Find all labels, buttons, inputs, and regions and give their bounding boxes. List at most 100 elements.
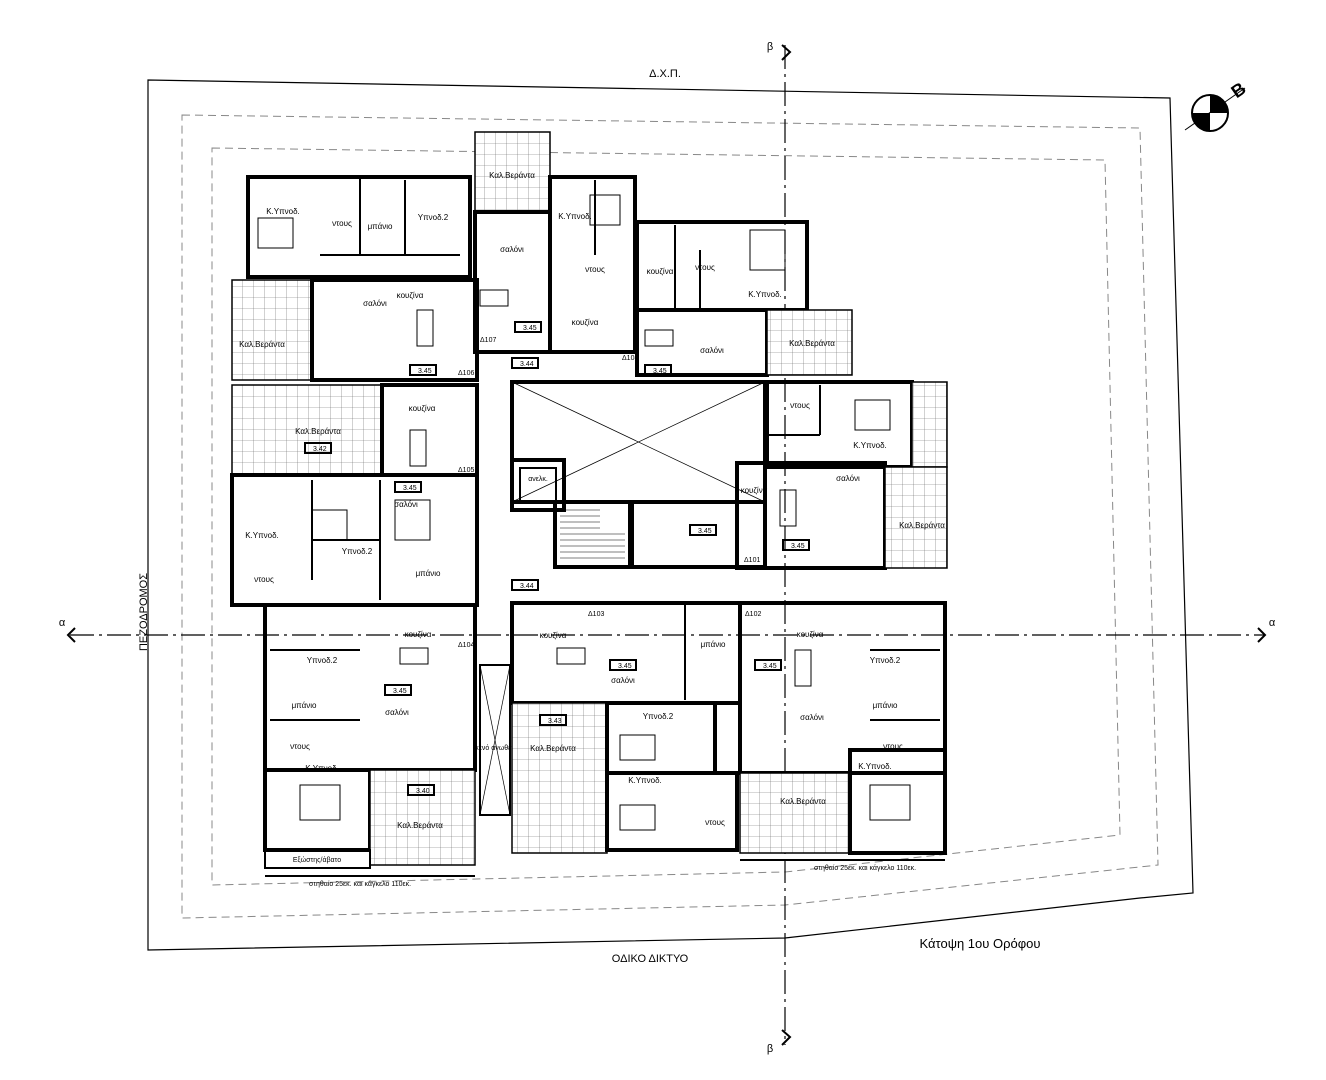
stair (553, 500, 632, 569)
room-bathroom-6: μπάνιο (292, 701, 317, 710)
apt-tag-d102: Δ102 (745, 611, 761, 618)
apt-tag-d108: Δ108 (622, 355, 638, 362)
room-living-2: σαλόνι (500, 245, 524, 254)
level-d103: 3.45 (618, 663, 632, 670)
room-veranda-4: Καλ.Βεράντα (295, 427, 341, 436)
apt-tag-d105: Δ105 (458, 467, 474, 474)
room-kitchen-3: κουζίνα (647, 267, 674, 276)
level-corridor: 3.44 (520, 583, 534, 590)
plan-title: Κάτοψη 1ου Ορόφου (919, 936, 1040, 951)
room-shower-6: ντους (290, 742, 310, 751)
room-kitchen-1: κουζίνα (397, 291, 424, 300)
room-kitchen-5: κουζίνα (741, 486, 768, 495)
veranda-bottomright (739, 772, 851, 854)
void-label: κενό ανωθεν (475, 744, 515, 752)
level-d107-in: 3.45 (523, 325, 537, 332)
room-living-4: σαλόνι (394, 500, 418, 509)
room-bathroom-1: μπάνιο (368, 222, 393, 231)
level-d104: 3.45 (393, 688, 407, 695)
furniture (257, 194, 911, 831)
setback-line-outer (181, 114, 1159, 919)
apt-d102-bedroom (848, 748, 947, 855)
room-bedroom-2: Κ.Υπνοδ. (558, 212, 592, 221)
room-living-7: σαλόνι (611, 676, 635, 685)
bottom-road-label: ΟΔΙΚΟ ΔΙΚΤΥΟ (612, 953, 689, 965)
room-bathroom-7: μπάνιο (701, 640, 726, 649)
level-d101: 3.45 (791, 543, 805, 550)
section-arrow-a-right (1257, 627, 1267, 643)
veranda-midright (884, 466, 948, 569)
shaft-cross-2 (511, 381, 766, 503)
room-bathroom-4: μπάνιο (416, 569, 441, 578)
room-veranda-3: Καλ.Βεράντα (789, 339, 835, 348)
apt-tag-d103: Δ103 (588, 611, 604, 618)
room-veranda-7: Καλ.Βεράντα (530, 744, 576, 753)
room-bedroom-6: Κ.Υπνοδ. (305, 764, 339, 773)
setback-line-inner (211, 147, 1121, 886)
room-bedroom-4: Κ.Υπνοδ. (245, 531, 279, 540)
room-shower-5: ντους (790, 401, 810, 410)
room-living-1: σαλόνι (363, 299, 387, 308)
room-kitchen-7: κουζίνα (540, 631, 567, 640)
room-bedroom-8: Κ.Υπνοδ. (858, 762, 892, 771)
apt-tag-d101: Δ101 (744, 557, 760, 564)
veranda-bottomcenter (511, 702, 608, 854)
void-shaft (479, 664, 511, 816)
room-bedroom2-4: Υπνοδ.2 (342, 547, 373, 556)
room-bedroom-3: Κ.Υπνοδ. (748, 290, 782, 299)
apt-d103-bedroom (605, 771, 739, 852)
level-d106: 3.45 (418, 368, 432, 375)
section-arrow-a-left (66, 627, 76, 643)
room-veranda-8: Καλ.Βεράντα (780, 797, 826, 806)
veranda-topright (766, 309, 853, 376)
room-veranda-5: Καλ.Βεράντα (899, 521, 945, 530)
apt-topleft-living (310, 278, 479, 382)
room-bedroom-5: Κ.Υπνοδ. (853, 441, 887, 450)
elevator-label: ανελκ. (528, 476, 548, 483)
section-arrow-b-top (781, 44, 792, 61)
level-lobby: 3.45 (698, 528, 712, 535)
room-shower-2: ντους (585, 265, 605, 274)
section-b-bottom-label: β (767, 1043, 773, 1055)
room-veranda-1: Καλ.Βεράντα (239, 340, 285, 349)
room-shower-4: ντους (254, 575, 274, 584)
elevator (510, 458, 566, 512)
room-bathroom-8: μπάνιο (873, 701, 898, 710)
stair-treads (560, 509, 625, 559)
room-kitchen-8: κουζίνα (797, 630, 824, 639)
veranda-midleft (231, 384, 383, 476)
apt-tag-d104: Δ104 (458, 642, 474, 649)
room-living-3: σαλόνι (700, 346, 724, 355)
section-a-left-label: α (59, 617, 66, 629)
apt-d101-living (735, 461, 887, 570)
core-lobby (630, 500, 767, 569)
elevator-cabin (519, 467, 557, 503)
left-road-label: ΠΕΖΟΔΡΟΜΟΣ (138, 573, 150, 651)
section-arrow-b-bottom (781, 1029, 792, 1046)
terrace (264, 849, 371, 869)
apt-tag-d106: Δ106 (458, 370, 474, 377)
section-a-right-label: α (1269, 617, 1276, 629)
room-veranda-2: Καλ.Βεράντα (489, 171, 535, 180)
parapet-note-left: στηθαίο 25εκ. και κάγκελο 110εκ. (309, 880, 411, 888)
level-d107: 3.44 (520, 361, 534, 368)
level-veranda-6: 3.40 (416, 788, 430, 795)
apt-tag-d107: Δ107 (480, 337, 496, 344)
veranda-midright-top (911, 381, 948, 468)
room-bedroom2-1: Υπνοδ.2 (418, 213, 449, 222)
room-bedroom2-6: Υπνοδ.2 (307, 656, 338, 665)
level-veranda-7: 3.43 (548, 718, 562, 725)
level-d108: 3.45 (653, 368, 667, 375)
terrace-label: Εξώστης/άβατο (293, 856, 341, 864)
room-bedroom-1: Κ.Υπνοδ. (266, 207, 300, 216)
room-labels: Κ.Υπνοδ. ντους μπάνιο Υπνοδ.2 κουζίνα σα… (239, 171, 945, 830)
level-veranda-4: 3.42 (313, 446, 327, 453)
room-bedroom2-7: Υπνοδ.2 (643, 712, 674, 721)
room-bedroom2-8: Υπνοδ.2 (870, 656, 901, 665)
room-kitchen-6: κουζίνα (405, 630, 432, 639)
room-shower-7: ντους (705, 818, 725, 827)
section-b-top-label: β (767, 41, 773, 53)
level-d105: 3.45 (403, 485, 417, 492)
veranda-topcenter (474, 131, 551, 213)
